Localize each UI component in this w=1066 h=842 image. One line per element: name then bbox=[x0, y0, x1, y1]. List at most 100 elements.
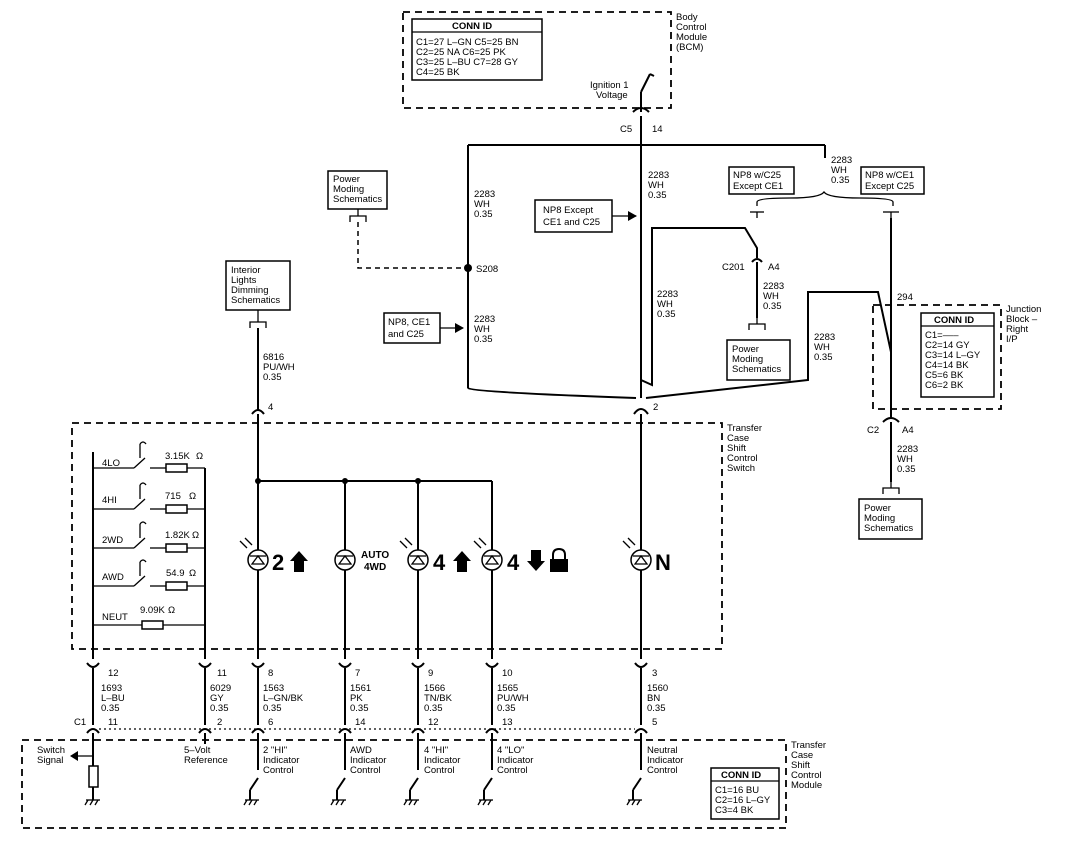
junction-conn-id-table bbox=[920, 312, 995, 398]
power-moding-link bbox=[357, 222, 468, 269]
svg-text:13: 13 bbox=[502, 717, 513, 728]
arrow-up-icon bbox=[290, 551, 308, 572]
svg-text:Schematics: Schematics bbox=[333, 194, 382, 205]
arrow-down-icon bbox=[527, 550, 545, 571]
c1-label: C1 bbox=[74, 717, 86, 728]
svg-text:PU/WH: PU/WH bbox=[497, 693, 529, 704]
c2-label: C2 bbox=[867, 425, 879, 436]
circuit-labels: 1693 L–BU 0.35 6029 GY 0.35 1563 L–GN/BK… bbox=[101, 683, 668, 714]
wire-label: WH bbox=[831, 165, 847, 176]
wire-label: 2283 bbox=[648, 170, 669, 181]
splice-label: S208 bbox=[476, 264, 498, 275]
indicator-driver-awd bbox=[330, 733, 346, 806]
power-moding-box bbox=[726, 339, 791, 381]
svg-text:2WD: 2WD bbox=[102, 535, 123, 546]
svg-text:NP8 w/CE1: NP8 w/CE1 bbox=[865, 170, 914, 181]
svg-text:Moding: Moding bbox=[864, 513, 895, 524]
svg-text:Moding: Moding bbox=[732, 354, 763, 365]
svg-text:Right: Right bbox=[1006, 324, 1029, 335]
svg-text:0.35: 0.35 bbox=[657, 309, 676, 320]
indicator-4lo-label: 4 bbox=[507, 550, 520, 575]
svg-text:2283: 2283 bbox=[897, 444, 918, 455]
svg-text:Control: Control bbox=[647, 765, 678, 776]
svg-text:Ω: Ω bbox=[189, 568, 196, 579]
svg-text:I/P: I/P bbox=[1006, 334, 1018, 345]
svg-text:AWD: AWD bbox=[350, 745, 372, 756]
svg-text:Case: Case bbox=[727, 433, 749, 444]
c5-pin: 14 bbox=[652, 124, 663, 135]
svg-text:Control: Control bbox=[497, 765, 528, 776]
svg-text:L–BU: L–BU bbox=[101, 693, 125, 704]
svg-text:Module: Module bbox=[791, 780, 822, 791]
led-4lo-icon bbox=[473, 537, 503, 571]
junction-block-outline bbox=[872, 304, 1002, 410]
svg-text:TN/BK: TN/BK bbox=[424, 693, 453, 704]
ground-icon bbox=[84, 799, 100, 806]
svg-text:4 "LO": 4 "LO" bbox=[497, 745, 524, 756]
svg-text:1563: 1563 bbox=[263, 683, 284, 694]
svg-text:4 "HI": 4 "HI" bbox=[424, 745, 448, 756]
svg-text:L–GN/BK: L–GN/BK bbox=[263, 693, 304, 704]
led-neutral-icon bbox=[622, 537, 652, 571]
ignition-label: Ignition 1 bbox=[590, 80, 629, 91]
option-brace bbox=[756, 190, 894, 206]
svg-text:Moding: Moding bbox=[333, 184, 364, 195]
wire-label: 0.35 bbox=[474, 334, 493, 345]
a4-label: A4 bbox=[768, 262, 780, 273]
lock-icon bbox=[550, 547, 568, 572]
svg-text:Control: Control bbox=[676, 22, 707, 33]
indicator-auto-label: AUTO bbox=[361, 550, 389, 561]
svg-text:1560: 1560 bbox=[647, 683, 668, 694]
svg-text:Indicator: Indicator bbox=[497, 755, 533, 766]
svg-text:Schematics: Schematics bbox=[231, 295, 280, 306]
svg-text:2283: 2283 bbox=[814, 332, 835, 343]
svg-text:Power: Power bbox=[732, 344, 759, 355]
svg-text:Switch: Switch bbox=[727, 463, 755, 474]
power-moding-box bbox=[327, 170, 388, 210]
svg-text:Transfer: Transfer bbox=[791, 740, 826, 751]
svg-text:Except CE1: Except CE1 bbox=[733, 181, 783, 192]
indicator-neutral-label: N bbox=[655, 550, 671, 575]
svg-text:Block –: Block – bbox=[1006, 314, 1038, 325]
svg-text:CONN ID: CONN ID bbox=[934, 315, 974, 326]
svg-text:1693: 1693 bbox=[101, 683, 122, 694]
svg-text:Module: Module bbox=[676, 32, 707, 43]
svg-text:0.35: 0.35 bbox=[210, 703, 229, 714]
wire-label: 2283 bbox=[474, 314, 495, 325]
wire-label: 0.35 bbox=[648, 190, 667, 201]
svg-text:C2=16 L–GY: C2=16 L–GY bbox=[715, 795, 771, 806]
bcm-conn-row: C3=25 L–BU C7=28 GY bbox=[416, 57, 519, 68]
led-awd-icon bbox=[334, 549, 356, 571]
svg-text:Schematics: Schematics bbox=[732, 364, 781, 375]
wire-label: 2283 bbox=[831, 155, 852, 166]
arrow-icon bbox=[455, 323, 464, 333]
wire-label: 0.35 bbox=[474, 209, 493, 220]
svg-text:0.35: 0.35 bbox=[424, 703, 443, 714]
np8-ce1c25-box bbox=[860, 166, 925, 195]
svg-text:0.35: 0.35 bbox=[763, 301, 782, 312]
svg-text:3.15K: 3.15K bbox=[165, 451, 190, 462]
interior-lights-box bbox=[225, 260, 291, 311]
c5-label: C5 bbox=[620, 124, 632, 135]
svg-text:and C25: and C25 bbox=[388, 329, 424, 340]
wire-label: 2283 bbox=[474, 189, 495, 200]
svg-text:CONN ID: CONN ID bbox=[721, 770, 761, 781]
svg-text:Signal: Signal bbox=[37, 755, 63, 766]
indicator-driver-neutral bbox=[626, 733, 642, 806]
indicator-driver-4lo bbox=[477, 733, 493, 806]
wire-label: WH bbox=[648, 180, 664, 191]
svg-text:11: 11 bbox=[108, 717, 118, 728]
svg-text:Case: Case bbox=[791, 750, 813, 761]
np8-except-box bbox=[534, 199, 613, 233]
svg-text:NP8, CE1: NP8, CE1 bbox=[388, 317, 430, 328]
indicator-2hi-label: 2 bbox=[272, 550, 284, 575]
switch-ladder: 4LO 3.15K Ω 4HI 715 Ω 2WD 1.82K Ω bbox=[92, 441, 206, 659]
svg-text:C5=6 BK: C5=6 BK bbox=[925, 370, 964, 381]
svg-text:Interior: Interior bbox=[231, 265, 261, 276]
svg-text:Transfer: Transfer bbox=[727, 423, 762, 434]
svg-text:Ω: Ω bbox=[192, 530, 199, 541]
svg-text:0.35: 0.35 bbox=[263, 372, 282, 383]
c201-connector bbox=[751, 258, 763, 263]
tccm-outline bbox=[21, 739, 787, 829]
